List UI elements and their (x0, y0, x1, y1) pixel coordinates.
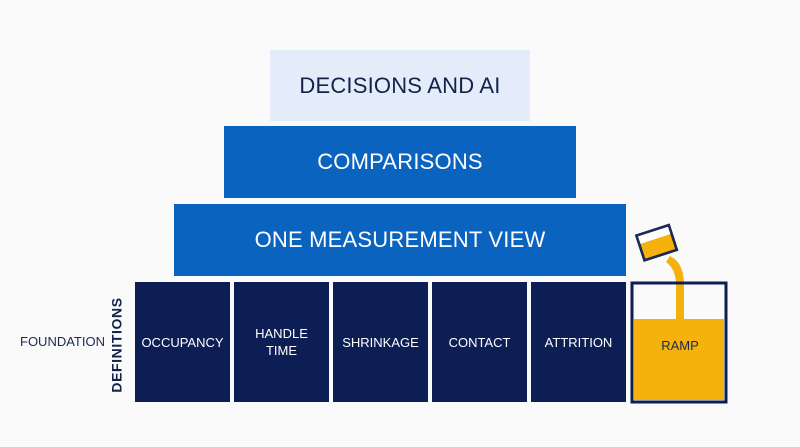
ramp-fill-level (634, 319, 724, 400)
tier-measurement-view: ONE MEASUREMENT VIEW (174, 204, 626, 276)
definitions-label-text: DEFINITIONS (109, 297, 125, 393)
definition-block-contact: CONTACT (432, 282, 527, 402)
definition-block-label: OCCUPANCY (141, 334, 224, 350)
tier-decisions-ai: DECISIONS AND AI (270, 50, 530, 121)
tier-comparisons-label: COMPARISONS (317, 149, 483, 174)
definitions-label: DEFINITIONS (104, 292, 130, 398)
tier-comparisons: COMPARISONS (224, 126, 576, 198)
definition-block-label: SHRINKAGE (342, 334, 419, 350)
definition-block-attrition: ATTRITION (531, 282, 626, 402)
definition-block-handle-time: HANDLE TIME (234, 282, 329, 402)
ramp-container: RAMP (630, 222, 730, 404)
definition-block-shrinkage: SHRINKAGE (333, 282, 428, 402)
definition-block-label: CONTACT (448, 334, 511, 350)
tier-measurement-view-label: ONE MEASUREMENT VIEW (254, 227, 546, 252)
definition-block-label: ATTRITION (544, 334, 613, 350)
tier-decisions-ai-label: DECISIONS AND AI (299, 72, 501, 98)
ramp-label: RAMP (661, 338, 699, 353)
foundation-label: FOUNDATION (20, 334, 105, 349)
pouring-cup-icon (630, 223, 728, 404)
definition-block-occupancy: OCCUPANCY (135, 282, 230, 402)
definition-block-label: HANDLE TIME (255, 326, 308, 358)
